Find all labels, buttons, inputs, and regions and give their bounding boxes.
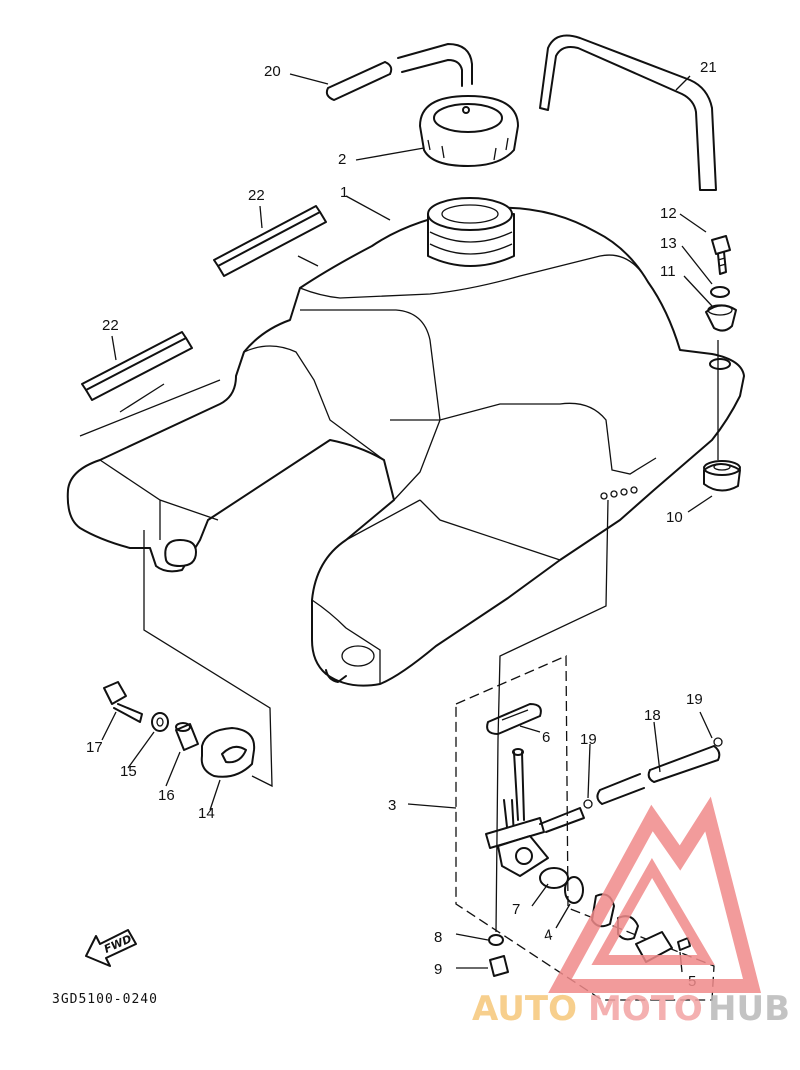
washer-part-15 — [151, 712, 169, 732]
leader-lines — [79, 73, 719, 973]
bolt-part-17 — [103, 681, 143, 723]
collar-part-11 — [705, 304, 737, 332]
callout-22a: 22 — [248, 187, 265, 204]
fuel-tank-part-1 — [66, 197, 745, 687]
callout-14: 14 — [198, 805, 215, 822]
callout-4: 4 — [543, 926, 554, 944]
damper-strip-part-22b — [81, 331, 193, 401]
watermark-triangle-icon — [548, 796, 762, 993]
callout-13: 13 — [660, 235, 677, 252]
fwd-arrow-icon: FWD — [85, 929, 137, 967]
watermark-hub: HUB — [708, 989, 790, 1029]
watermark-auto: AUTO — [472, 989, 577, 1029]
strap-part-21 — [539, 34, 717, 191]
callout-1: 1 — [340, 184, 348, 201]
callout-22b: 22 — [102, 317, 119, 334]
fuel-cock-part-3 — [455, 655, 723, 1001]
watermark-moto: MOTO — [588, 989, 703, 1029]
bolt-part-12 — [711, 235, 731, 275]
callout-15: 15 — [120, 763, 137, 780]
callout-3: 3 — [388, 797, 396, 814]
hose-part-20 — [325, 43, 473, 101]
callout-7: 7 — [512, 901, 520, 918]
damper-strip-part-22a — [213, 205, 327, 277]
callout-20: 20 — [264, 63, 281, 80]
watermark-logo: AUTO MOTO HUB — [472, 796, 790, 1029]
callout-12: 12 — [660, 205, 677, 222]
callout-19a: 19 — [580, 731, 597, 748]
callout-16: 16 — [158, 787, 175, 804]
callout-8: 8 — [434, 929, 442, 946]
collar-part-16 — [175, 722, 199, 751]
part-code: 3GD5100-0240 — [52, 992, 158, 1007]
callout-9: 9 — [434, 961, 442, 978]
filler-cap-part-2 — [419, 95, 519, 167]
grommet-part-14 — [200, 727, 256, 778]
callout-18: 18 — [644, 707, 661, 724]
callout-17: 17 — [86, 739, 103, 756]
callout-21: 21 — [700, 59, 717, 76]
callout-10: 10 — [666, 509, 683, 526]
callout-2: 2 — [338, 151, 346, 168]
grommet-part-10 — [703, 460, 741, 492]
callout-6: 6 — [542, 729, 550, 746]
callout-numbers: 1 2 3 4 5 6 7 8 9 10 11 12 13 14 15 16 1… — [86, 59, 717, 990]
callout-11: 11 — [660, 263, 676, 280]
callout-19b: 19 — [686, 691, 703, 708]
washer-part-13 — [710, 286, 730, 298]
